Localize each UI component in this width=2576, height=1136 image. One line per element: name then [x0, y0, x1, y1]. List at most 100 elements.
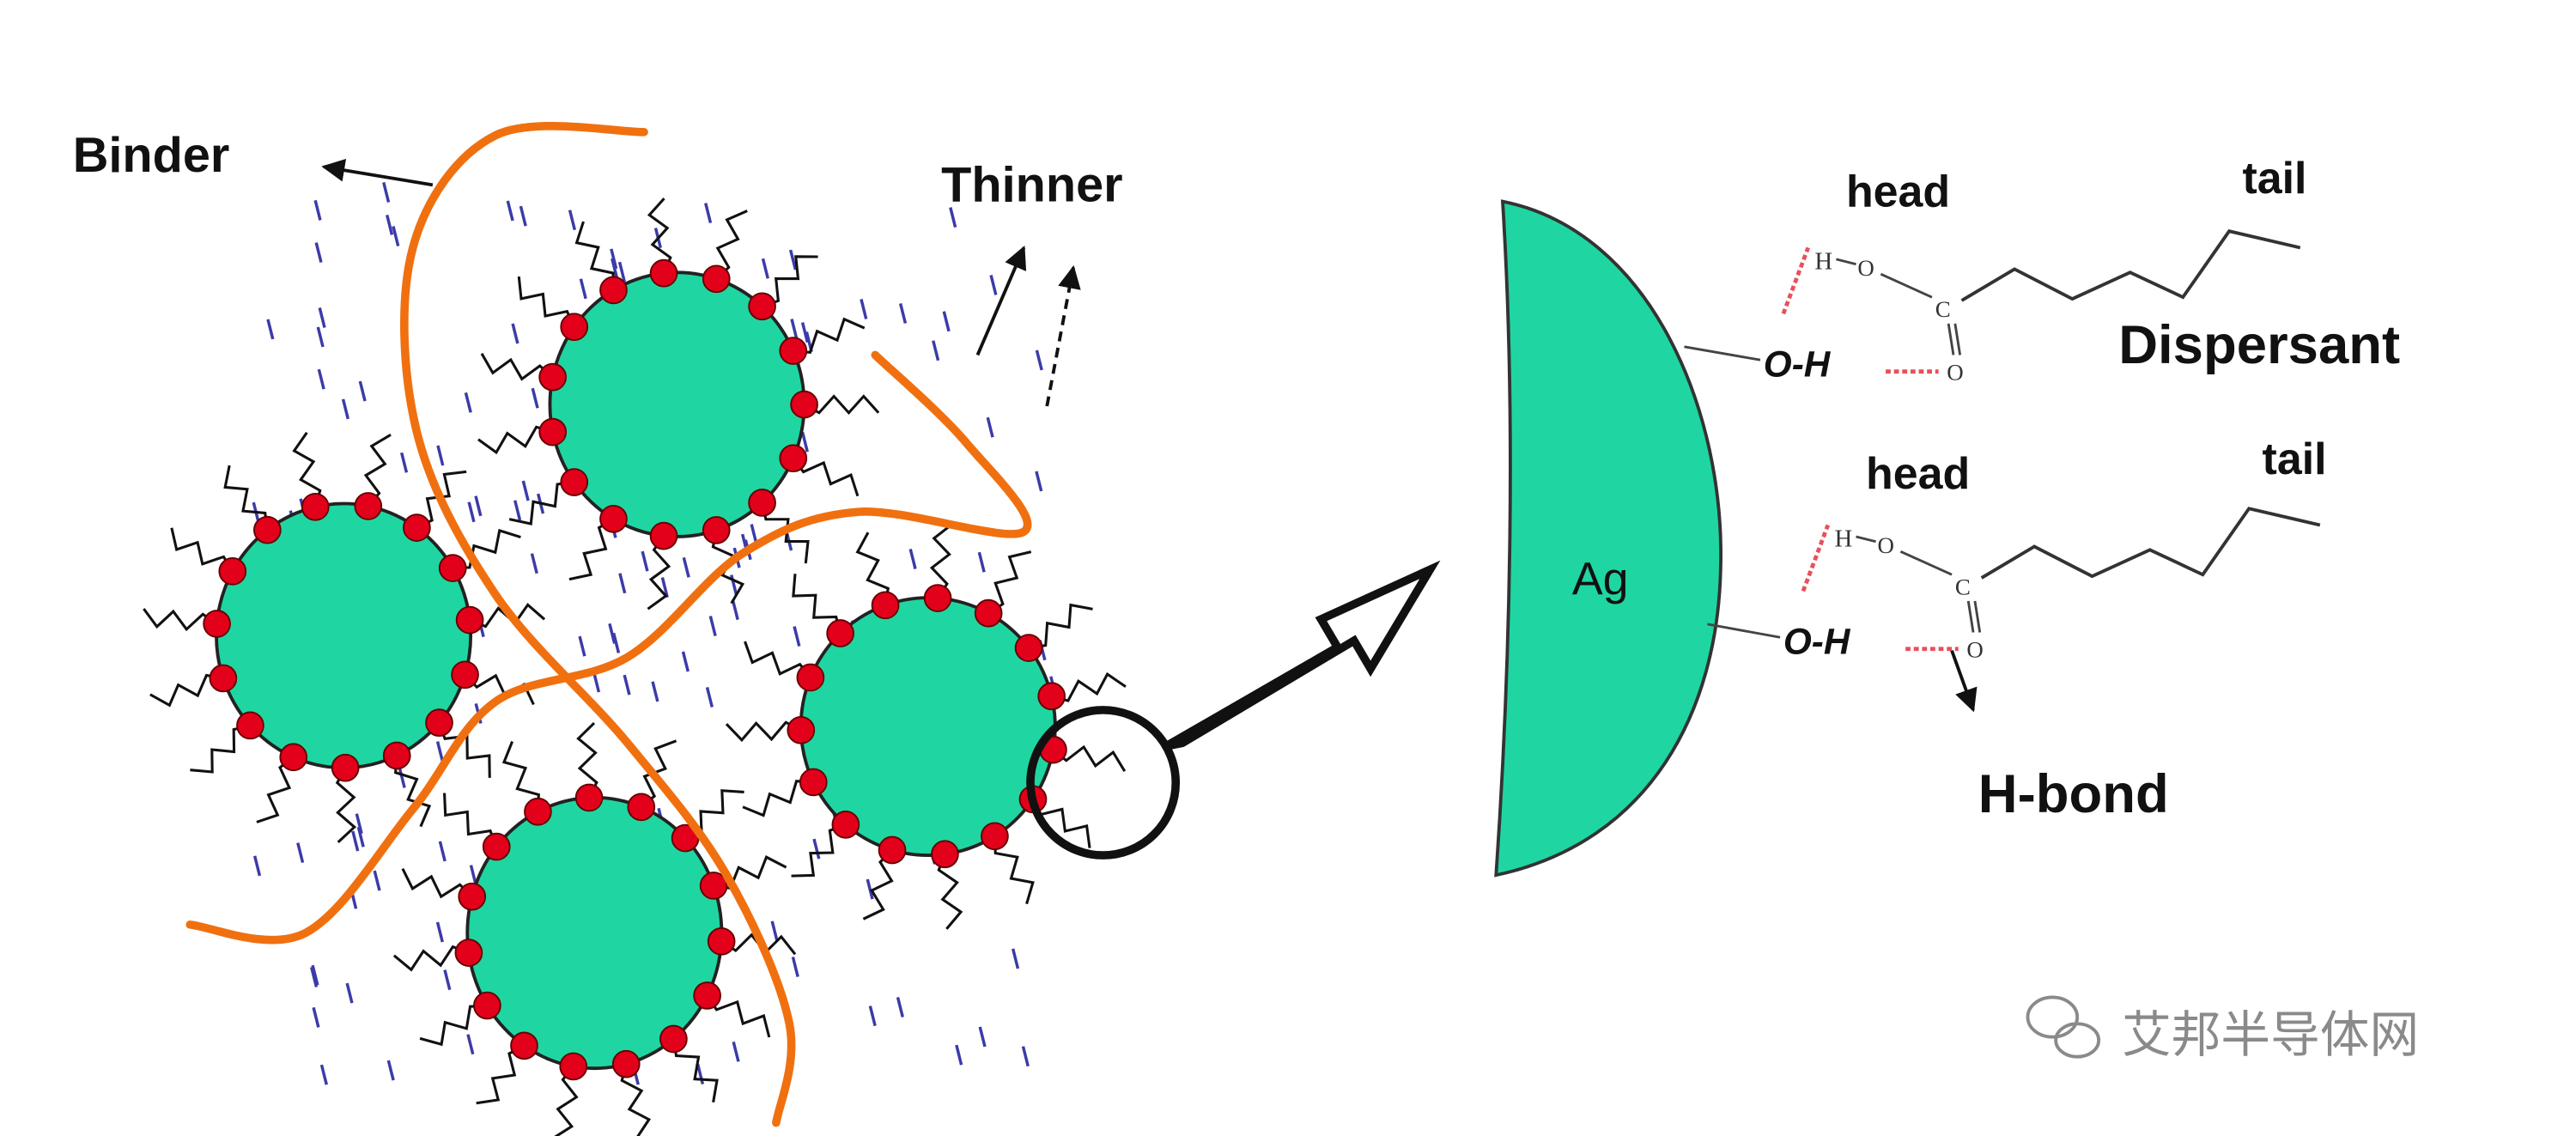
atom-o: O [1966, 636, 1983, 662]
thinner-dash [908, 549, 917, 569]
ag-surface [1494, 199, 1722, 878]
thinner-dash [955, 1044, 963, 1066]
thinner-dash [317, 368, 325, 390]
thinner-dash [443, 969, 452, 991]
ligand-tail [987, 550, 1032, 615]
thinner-dash [812, 838, 821, 860]
thinner-dash [296, 842, 305, 864]
hydroxyl-label: O-H [1783, 621, 1851, 661]
ligand-tail [792, 457, 860, 497]
ligand-tail [803, 394, 880, 416]
ligand-tail [620, 1063, 652, 1136]
ligand-head-dot [787, 716, 816, 744]
ligand-head-dot [510, 1031, 538, 1060]
thinner-dash [660, 577, 669, 598]
ligand-tail [143, 608, 218, 632]
thinner-dash [386, 1060, 395, 1081]
ligand-head-dot [981, 822, 1009, 851]
thinner-dash [610, 248, 618, 270]
thinner-dash [1012, 948, 1020, 969]
ligand-head-dot [831, 811, 860, 839]
ligand-head-dot [354, 492, 383, 520]
thinner-dash [400, 452, 409, 473]
thinner-dash [355, 813, 363, 835]
ligand-head-dot [779, 444, 808, 473]
ligand-head-dot [649, 258, 678, 288]
thinner-dash [608, 623, 617, 644]
thinner-dash [978, 1026, 987, 1048]
ligand-tail [715, 210, 748, 280]
zoom-arrow [1163, 560, 1441, 750]
thinner-dash [800, 431, 809, 453]
ligand-tail [574, 221, 616, 290]
ligand-tail [791, 823, 847, 878]
ligand-head-dot [458, 882, 487, 911]
ligand-tail [576, 721, 598, 799]
ligand-head-dot [382, 741, 411, 770]
ligand-head-dot [438, 554, 467, 582]
ligand-tail [993, 835, 1035, 905]
ligand-tail [647, 535, 671, 611]
ligand-tail [929, 523, 953, 599]
ligand-head-dot [699, 872, 728, 900]
binder-chain [185, 350, 1032, 945]
thinner-dash [345, 982, 354, 1004]
thinner-dash [1035, 471, 1043, 492]
thinner-dash [868, 1005, 877, 1027]
thinner-dash [351, 830, 360, 852]
thinner-dash [382, 182, 391, 203]
ligand-head-dot [455, 605, 484, 635]
ligand-tail [190, 724, 251, 774]
ligand-head-dot [790, 390, 818, 419]
ligand-head-dot [454, 939, 483, 967]
ligand-tail [793, 317, 866, 354]
ligand-head-dot [974, 598, 1003, 628]
ligand-head-dot [748, 489, 776, 517]
ligand-tail [401, 867, 473, 899]
thinner-dash [977, 551, 986, 573]
thinner-dash [513, 500, 522, 521]
ligand-tail [477, 425, 554, 455]
thinner-dash [949, 207, 957, 228]
ligand-head-dot [871, 591, 900, 620]
ligand-head-dot [574, 783, 604, 812]
thinner-dash [506, 200, 514, 222]
thinner-dash [373, 870, 381, 891]
thinner-dash [519, 205, 527, 227]
ligand-tail [480, 352, 554, 381]
thinner-dash [435, 921, 444, 943]
binder-arrow [321, 158, 434, 187]
head-label-2: head [1866, 449, 1970, 499]
ligand-head-dot [218, 556, 247, 586]
tail-label-2: tail [2263, 434, 2327, 484]
thinner-dash [530, 553, 538, 574]
thinner-dash [392, 226, 400, 247]
ligand-tail [335, 767, 357, 844]
ligand-tail [1028, 603, 1093, 650]
dispersant-molecule-2: O-H H O C O [1707, 507, 2321, 713]
thinner-dash [761, 258, 769, 279]
ligand-head-dot [611, 1049, 641, 1078]
ligand-tail [508, 480, 574, 525]
thinner-dash [252, 855, 262, 877]
ligand-head-dot [560, 313, 589, 342]
thinner-dash [578, 635, 586, 657]
magnifier-circle [1026, 706, 1181, 860]
ligand-head-dot [331, 753, 360, 782]
thinner-dash [398, 767, 406, 788]
ligand-head-dot [707, 926, 736, 956]
ligand-tail [855, 532, 890, 606]
thinner-dash [793, 626, 801, 647]
ligand-tail [742, 780, 814, 817]
ligand-head-dot [1014, 634, 1043, 662]
ligand-head-dot [599, 276, 628, 305]
atom-c: C [1935, 296, 1951, 322]
thinner-arrow-solid [975, 245, 1027, 356]
ligand-head-dot [279, 743, 308, 772]
ligand-tail [792, 574, 842, 634]
thinner-dash [356, 826, 365, 847]
ligand-head-dot [799, 768, 828, 797]
thinner-dash [511, 323, 519, 344]
ligand-head-dot [482, 832, 511, 861]
